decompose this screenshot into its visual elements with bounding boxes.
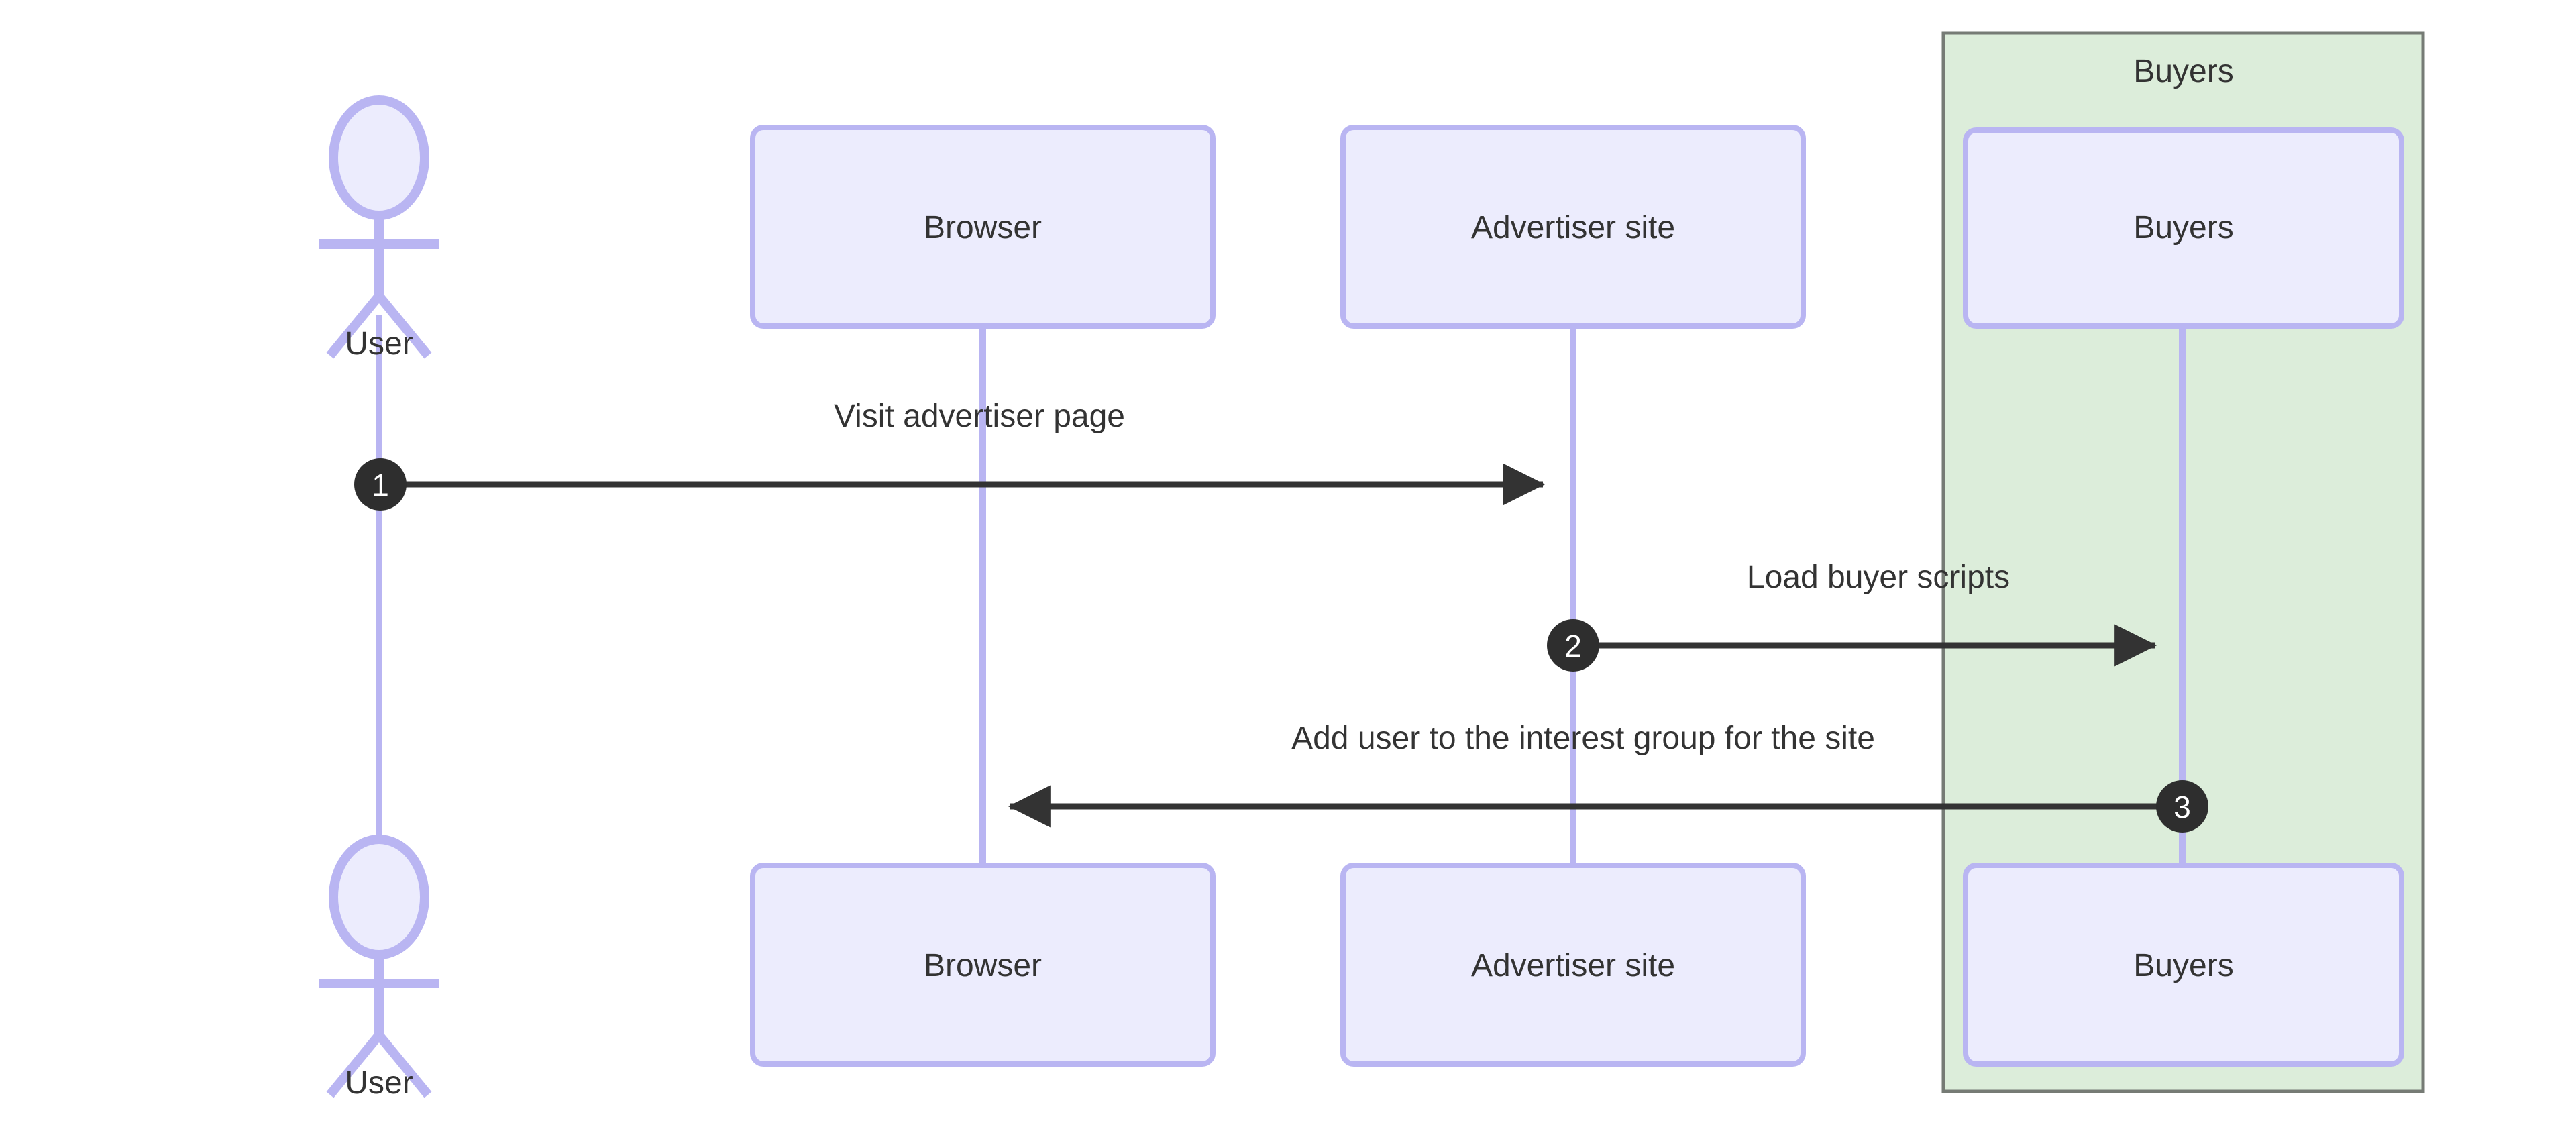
sequence-badge-3-text: 3: [2174, 790, 2191, 824]
participant-box-browser-top[interactable]: Browser: [750, 125, 1216, 329]
participant-box-advertiser-site-top[interactable]: Advertiser site: [1340, 125, 1806, 329]
participant-label-browser: Browser: [924, 948, 1042, 983]
participant-box-advertiser-site-bottom[interactable]: Advertiser site: [1340, 863, 1806, 1067]
participant-label-browser: Browser: [924, 210, 1042, 246]
message-label-2: Load buyer scripts: [1747, 559, 2010, 595]
sequence-badge-3-circle: [2156, 780, 2208, 833]
actor-user-bottom[interactable]: User: [319, 835, 439, 1101]
actor-leg-left-icon: [326, 1032, 383, 1098]
participant-label-buyers: Buyers: [2133, 210, 2233, 246]
actor-label-user-bottom: User: [345, 1065, 413, 1101]
lifelines: [376, 315, 2186, 865]
actor-head-icon: [329, 95, 429, 220]
actor-leg-left-icon: [326, 292, 383, 359]
participant-box-buyers-bottom[interactable]: Buyers: [1963, 863, 2404, 1067]
sequence-badge-1-circle: [354, 458, 407, 511]
actor-head-icon: [329, 835, 429, 959]
message-3[interactable]: Add user to the interest group for the s…: [1008, 720, 2208, 833]
participant-box-rect: [1963, 127, 2404, 329]
participant-box-rect: [750, 125, 1216, 329]
message-label-1: Visit advertiser page: [834, 398, 1125, 434]
sequence-badge-1-text: 1: [372, 468, 389, 502]
group-box-label: Buyers: [2133, 54, 2233, 89]
participant-label-advertiser-site: Advertiser site: [1471, 948, 1675, 983]
sequence-badge-2-circle: [1547, 619, 1599, 672]
participant-box-browser-bottom[interactable]: Browser: [750, 863, 1216, 1067]
participant-box-rect: [1340, 125, 1806, 329]
message-label-3: Add user to the interest group for the s…: [1291, 720, 1875, 756]
sequence-badge-2-text: 2: [1564, 629, 1582, 663]
participant-label-buyers: Buyers: [2133, 948, 2233, 983]
message-2[interactable]: Load buyer scripts 2: [1547, 559, 2157, 672]
message-1[interactable]: Visit advertiser page 1: [354, 398, 1546, 511]
participant-box-rect: [750, 863, 1216, 1067]
participant-box-rect: [1340, 863, 1806, 1067]
participant-box-rect: [1963, 863, 2404, 1067]
actor-user-top[interactable]: User: [319, 95, 439, 362]
participant-box-buyers-top[interactable]: Buyers: [1963, 127, 2404, 329]
participant-label-advertiser-site: Advertiser site: [1471, 210, 1675, 246]
actor-leg-right-icon: [375, 1032, 432, 1098]
actor-leg-right-icon: [375, 292, 432, 359]
actor-label-user-top: User: [345, 326, 413, 362]
